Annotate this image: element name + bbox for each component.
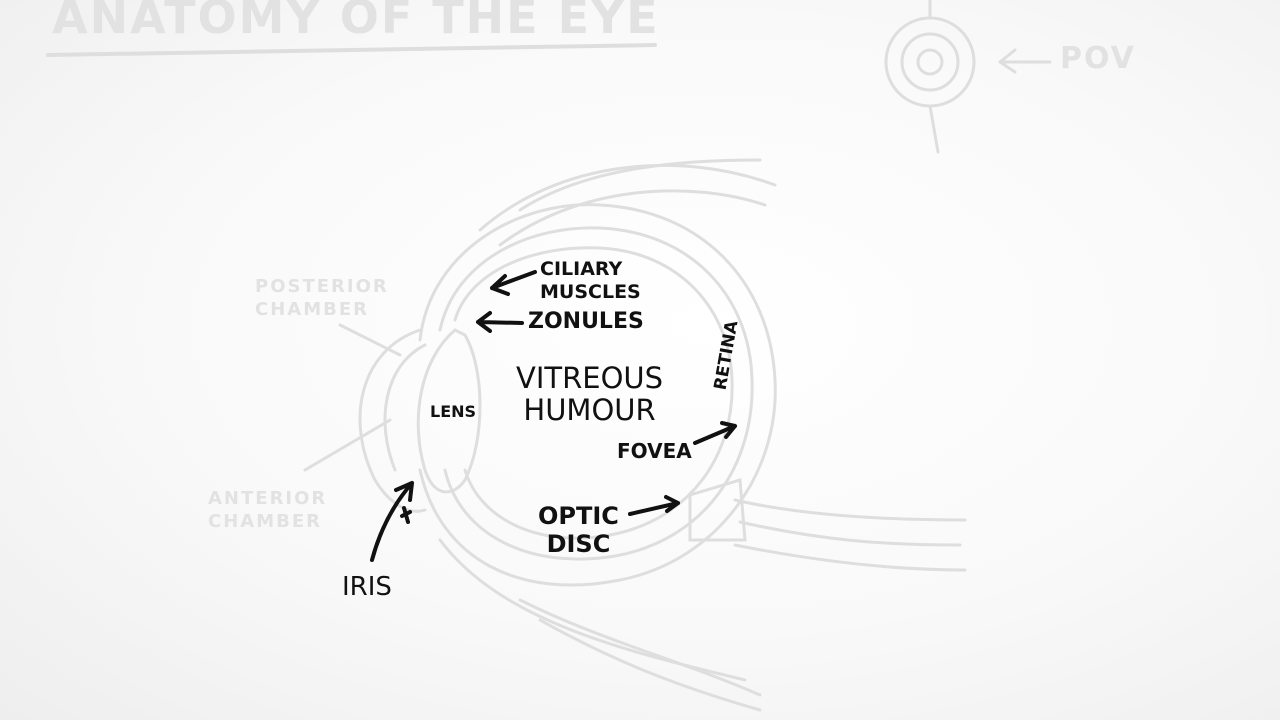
zonules-label: ZONULES [528,309,644,334]
lower-lid-2 [518,598,762,697]
optic-nerve-mid [738,520,962,547]
fovea-label: FOVEA [617,439,692,463]
pov-arrow [998,48,1052,74]
pov-label: POV [1060,41,1136,76]
iris-label: IRIS [342,572,392,602]
optic-nerve-top [733,498,967,522]
fovea-arrow [693,421,737,445]
zonules-arrow [476,311,524,333]
upper-lid-3 [518,158,762,212]
eyeball-outer-shell [418,203,777,587]
posterior-chamber-label: POSTERIOR CHAMBER [255,276,389,320]
iris-small-mark [400,506,412,524]
cornea-inner [383,343,427,472]
anterior-chamber-label: ANTERIOR CHAMBER [208,488,328,532]
optic-disc-arrow [628,495,680,516]
page-title: ANATOMY OF THE EYE [52,0,660,44]
ciliary-muscles-label: CILIARY MUSCLES [540,258,641,303]
optic-disc-hatch [688,478,747,542]
ciliary-muscles-arrow [490,270,537,296]
eyeball-inner-shell [453,246,734,540]
pov-eye-stem [928,0,940,154]
lower-lid-3 [538,618,762,712]
cornea-outline [358,328,427,513]
posterior-pointer [338,323,402,357]
iris-arrow [370,481,414,562]
eyeball-middle-shell [438,226,754,561]
lens-label: LENS [430,402,477,421]
lower-lid-1 [438,538,747,682]
pov-eye-inner [916,48,944,76]
upper-lid-1 [478,163,777,232]
optic-disc-label: OPTIC DISC [538,502,619,558]
lens-outline [416,328,482,494]
anterior-pointer [303,418,392,472]
title-underline [46,43,657,57]
pov-eye-middle [900,32,960,92]
upper-lid-2 [498,189,767,247]
vitreous-humour-label: VITREOUS HUMOUR [516,361,664,428]
pov-eye-outer [884,16,976,108]
optic-nerve-bottom [733,543,967,572]
